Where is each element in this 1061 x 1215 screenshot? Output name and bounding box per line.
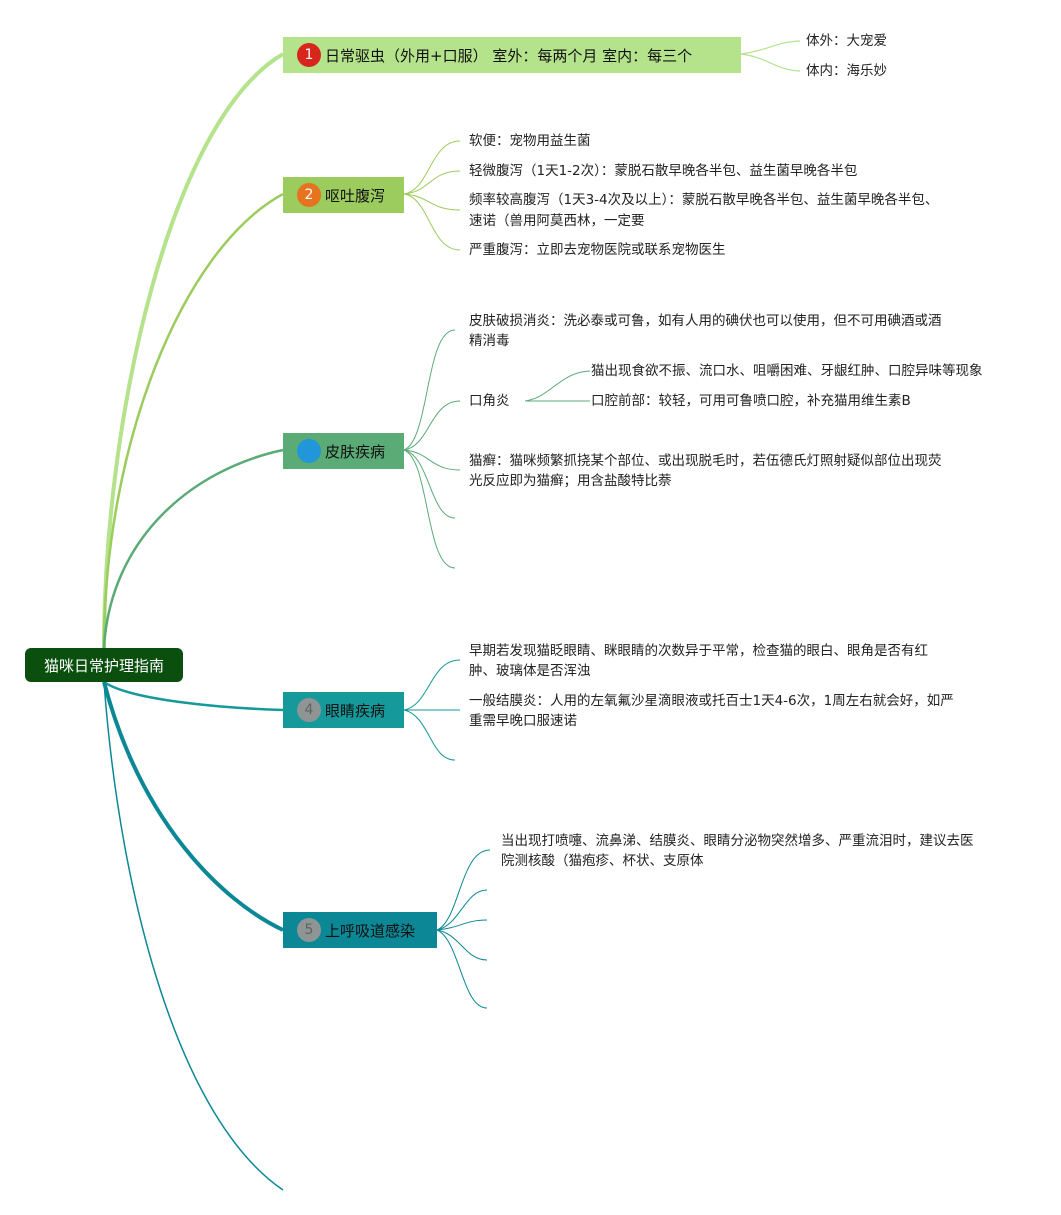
connector-root-b5 [102,681,284,932]
connector-root-b3 [102,448,284,649]
leaf-b2-soft-stool[interactable]: 软便：宠物用益生菌 [469,133,591,149]
connectors-b2 [403,140,461,251]
connector-b1-c1 [740,40,801,55]
connectors-b4 [403,659,461,761]
number-badge-1: 1 [297,43,321,67]
number-badge-4: 4 [297,698,321,722]
leaf-b3-stomatitis-front[interactable]: 口腔前部：较轻，可用可鲁喷口腔，补充猫用维生素B [591,393,911,409]
connector-root-end [103,681,284,1191]
branch-eye-disease[interactable]: 4 眼睛疾病 [283,692,404,728]
branch-upper-respiratory[interactable]: 5 上呼吸道感染 [283,912,437,948]
connector-root-b1 [102,52,285,649]
leaf-b3-ringworm[interactable]: 猫癣：猫咪频繁抓挠某个部位、或出现脱毛时，若伍德氏灯照射疑似部位出现荧 [469,453,942,469]
branch-label: 眼睛疾病 [325,701,386,720]
branch-skin-disease[interactable]: 3 皮肤疾病 [283,433,404,469]
leaf-b4-early[interactable]: 早期若发现猫眨眼睛、眯眼睛的次数异于平常，检查猫的眼白、眼角是否有红 [469,643,928,659]
leaf-b4-early-cont: 肿、玻璃体是否浑浊 [469,663,591,679]
root-node[interactable]: 猫咪日常护理指南 [25,648,183,682]
connector-root-b4 [103,680,284,712]
connectors-b3 [403,329,591,569]
number-badge-3: 3 [297,439,321,463]
number-badge-2: 2 [297,183,321,207]
connectors-b5 [436,849,491,1009]
leaf-b3-wound-cont: 精消毒 [469,333,510,349]
leaf-b5-symptoms[interactable]: 当出现打喷嚏、流鼻涕、结膜炎、眼睛分泌物突然增多、严重流泪时，建议去医 [501,833,974,849]
leaf-b4-conjunctivitis-cont: 重需早晚口服速诺 [469,713,577,729]
leaf-b4-conjunctivitis[interactable]: 一般结膜炎：人用的左氧氟沙星滴眼液或托百士1天4-6次，1周左右就会好，如严 [469,693,954,709]
branch-label: 呕吐腹泻 [325,186,386,205]
leaf-b3-ringworm-cont: 光反应即为猫癣；用含盐酸特比萘 [469,473,672,489]
leaf-b3-stomatitis-symptoms[interactable]: 猫出现食欲不振、流口水、咀嚼困难、牙龈红肿、口腔异味等现象 [591,363,983,379]
leaf-b2-mild[interactable]: 轻微腹泻（1天1-2次）：蒙脱石散早晚各半包、益生菌早晚各半包 [469,163,858,179]
leaf-b1-internal[interactable]: 体内：海乐妙 [806,63,887,79]
leaf-b3-wound[interactable]: 皮肤破损消炎：洗必泰或可鲁，如有人用的碘伏也可以使用，但不可用碘酒或酒 [469,313,942,329]
branch-label: 日常驱虫（外用+口服） 室外：每两个月 室内：每三个 [325,46,693,65]
branch-label: 皮肤疾病 [325,442,386,461]
branch-label: 上呼吸道感染 [325,921,416,940]
leaf-b1-external[interactable]: 体外：大宠爱 [806,33,887,49]
leaf-b2-severe[interactable]: 严重腹泻：立即去宠物医院或联系宠物医生 [469,242,726,258]
leaf-b5-symptoms-cont: 院测核酸（猫疱疹、杯状、支原体 [501,853,704,869]
leaf-b2-frequent[interactable]: 频率较高腹泻（1天3-4次及以上）：蒙脱石散早晚各半包、益生菌早晚各半包、 [469,192,939,208]
branch-vomit-diarrhea[interactable]: 2 呕吐腹泻 [283,177,404,213]
leaf-b3-stomatitis[interactable]: 口角炎 [469,393,510,409]
number-badge-5: 5 [297,918,321,942]
connector-b1-c2 [740,53,801,72]
connector-root-b2 [102,192,284,649]
root-label: 猫咪日常护理指南 [43,656,164,675]
leaf-b2-frequent-cont: 速诺（兽用阿莫西林，一定要 [469,213,645,229]
branch-deworming[interactable]: 1 日常驱虫（外用+口服） 室外：每两个月 室内：每三个 [283,37,741,73]
